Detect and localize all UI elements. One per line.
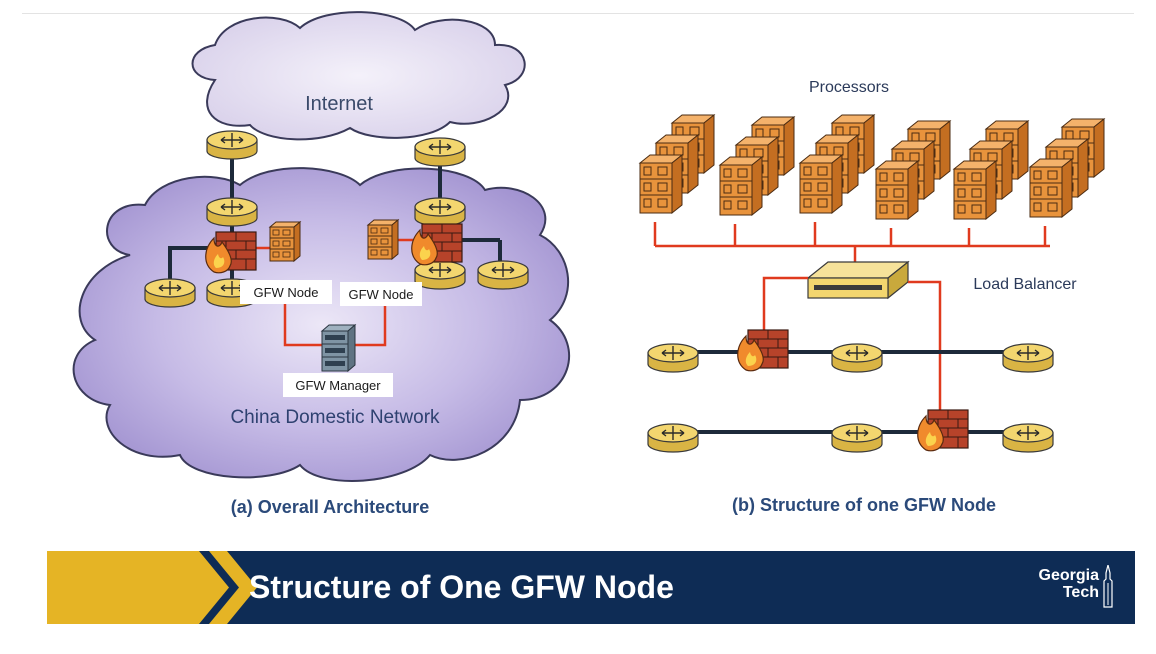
router-icon [831,343,883,373]
server-icon [799,154,843,214]
processor-cluster [953,120,1029,220]
router-icon [477,260,529,290]
gfw-node-label-box [340,282,422,306]
top-divider [22,13,1134,14]
server-icon [875,160,919,220]
banner-gold-block [47,551,199,624]
gfw-manager-server-icon [320,323,357,373]
firewall-icon [917,409,969,452]
gfw-manager-label-box [283,373,393,397]
gfw-diagram: GFW Node GFW Node GFW Manager Internet C… [72,11,1105,517]
georgia-tech-logo: Georgia Tech [1039,565,1117,611]
router-icon [1002,343,1054,373]
logo-text-line2: Tech [1062,584,1099,601]
firewall-icon [737,329,789,372]
router-icon [206,197,258,227]
router-icon [831,423,883,453]
gfw-manager-label: GFW Manager [295,378,381,393]
chevron-icon [167,551,257,624]
title-banner: Structure of One GFW Node Georgia Tech [47,551,1135,624]
processor-cluster [719,116,795,216]
gfw-node-server-icon [367,219,399,260]
logo-text-line1: Georgia [1038,567,1099,584]
server-icon [719,156,763,216]
gfw-node-label-left: GFW Node [253,285,318,300]
internet-label: Internet [305,93,373,115]
slide-title: Structure of One GFW Node [249,569,674,605]
processor-cluster [875,120,951,220]
router-icon [647,343,699,373]
router-icon [206,130,258,160]
firewall-icon [205,231,257,274]
load-balancer-icon [806,260,910,300]
processor-cluster [639,114,715,214]
router-icon [414,197,466,227]
processor-bus [653,222,1050,268]
firewall-icon [411,223,463,266]
router-icon [647,423,699,453]
gfw-node-label-right: GFW Node [348,287,413,302]
server-icon [953,160,997,220]
server-icon [1029,158,1073,218]
internet-cloud [191,11,526,141]
gfw-node-label-box [240,280,332,304]
domestic-network-label: China Domestic Network [230,407,440,428]
router-icon [1002,423,1054,453]
server-icon [639,154,683,214]
processors-label: Processors [809,79,889,96]
processor-cluster [1029,118,1105,218]
lb-links [762,276,942,412]
router-icon [414,137,466,167]
caption-a: (a) Overall Architecture [231,497,429,517]
domestic-cloud [72,167,571,482]
gfw-node-server-icon [269,221,301,262]
load-balancer-label: Load Balancer [973,276,1077,293]
tower-icon [1103,565,1113,608]
router-icon [144,278,196,308]
caption-b: (b) Structure of one GFW Node [732,495,996,515]
processor-cluster [799,114,875,214]
monitor-links-a [252,238,420,347]
